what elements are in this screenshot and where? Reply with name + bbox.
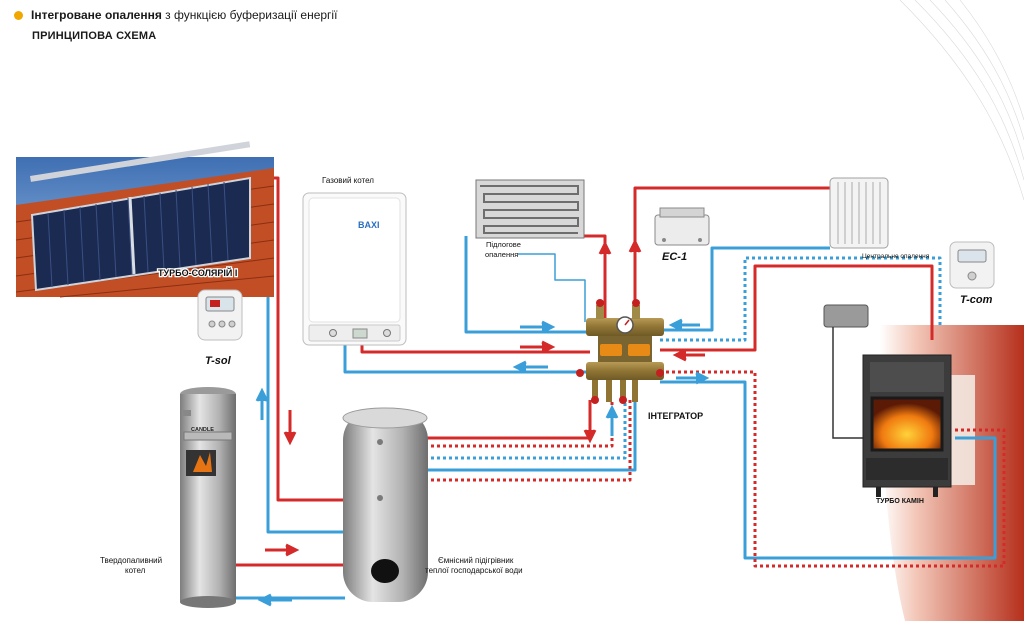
solid-fuel-boiler bbox=[180, 387, 236, 608]
candle-logo: CANDLE bbox=[191, 427, 214, 433]
header-title: Інтегроване опалення з функцією буфериза… bbox=[14, 8, 337, 22]
fireplace-label: ТУРБО КАМІН bbox=[876, 498, 924, 505]
ec1-controller bbox=[654, 207, 710, 246]
pipe-floor-thin bbox=[518, 253, 586, 322]
integrator-manifold bbox=[576, 299, 664, 404]
tank-label-1: Ємнісний підігрівник bbox=[438, 556, 514, 565]
pipe-tank-hot2 bbox=[425, 400, 632, 482]
pipe-gas-cold bbox=[343, 340, 590, 374]
radiator bbox=[829, 177, 889, 249]
solid-boiler-label-2: котел bbox=[125, 566, 146, 575]
pipe-fire-return-dotted bbox=[660, 370, 1006, 568]
pipe-central-hot bbox=[633, 186, 830, 318]
pipe-tank-hot bbox=[425, 400, 592, 440]
pipe-tank-cold bbox=[425, 400, 637, 472]
solid-boiler-label-1: Твердопаливний bbox=[100, 556, 162, 565]
ec1-label: EC-1 bbox=[662, 251, 687, 263]
tsol-label: T-sol bbox=[205, 355, 232, 367]
pipe-floor-hot bbox=[580, 234, 607, 318]
text-labels: ТУРБО-СОЛЯРІЙ І T-sol Газовий котел BAXI… bbox=[100, 176, 993, 575]
pipe-fire-return bbox=[660, 380, 997, 560]
tcom-controller bbox=[949, 241, 995, 289]
gas-boiler-label: Газовий котел bbox=[322, 176, 374, 185]
header: Інтегроване опалення з функцією буфериза… bbox=[14, 8, 337, 42]
tank-label-2: теплої господарської води bbox=[425, 566, 523, 575]
underfloor-label-1: Підлогове bbox=[486, 240, 521, 249]
pipe-floor-cold bbox=[464, 236, 590, 334]
underfloor-heating bbox=[475, 179, 585, 239]
tsol-controller bbox=[197, 289, 243, 341]
page-subtitle: ПРИНЦИПОВА СХЕМА bbox=[32, 30, 157, 42]
storage-tank bbox=[342, 407, 428, 602]
baxi-logo: BAXI bbox=[358, 220, 380, 230]
flow-arrows bbox=[255, 238, 710, 607]
decor-swoosh bbox=[899, 0, 1024, 201]
bullet-icon bbox=[14, 11, 23, 21]
gas-boiler bbox=[302, 192, 407, 346]
underfloor-label-2: опалення bbox=[485, 250, 518, 259]
pipe-fire-hot bbox=[660, 264, 934, 352]
fireplace-stove bbox=[823, 304, 952, 497]
pipe-central-cold bbox=[660, 246, 830, 332]
pipe-tank-cold-dotted bbox=[425, 400, 627, 460]
solar-label: ТУРБО-СОЛЯРІЙ І bbox=[158, 267, 237, 278]
tcom-label: T-com bbox=[960, 294, 993, 306]
integrator-label: ІНТЕГРАТОР bbox=[648, 411, 703, 421]
pipe-fire-cold-dotted bbox=[660, 256, 942, 342]
central-label: Центральне опалення bbox=[862, 253, 930, 260]
solar-collector bbox=[15, 141, 275, 298]
